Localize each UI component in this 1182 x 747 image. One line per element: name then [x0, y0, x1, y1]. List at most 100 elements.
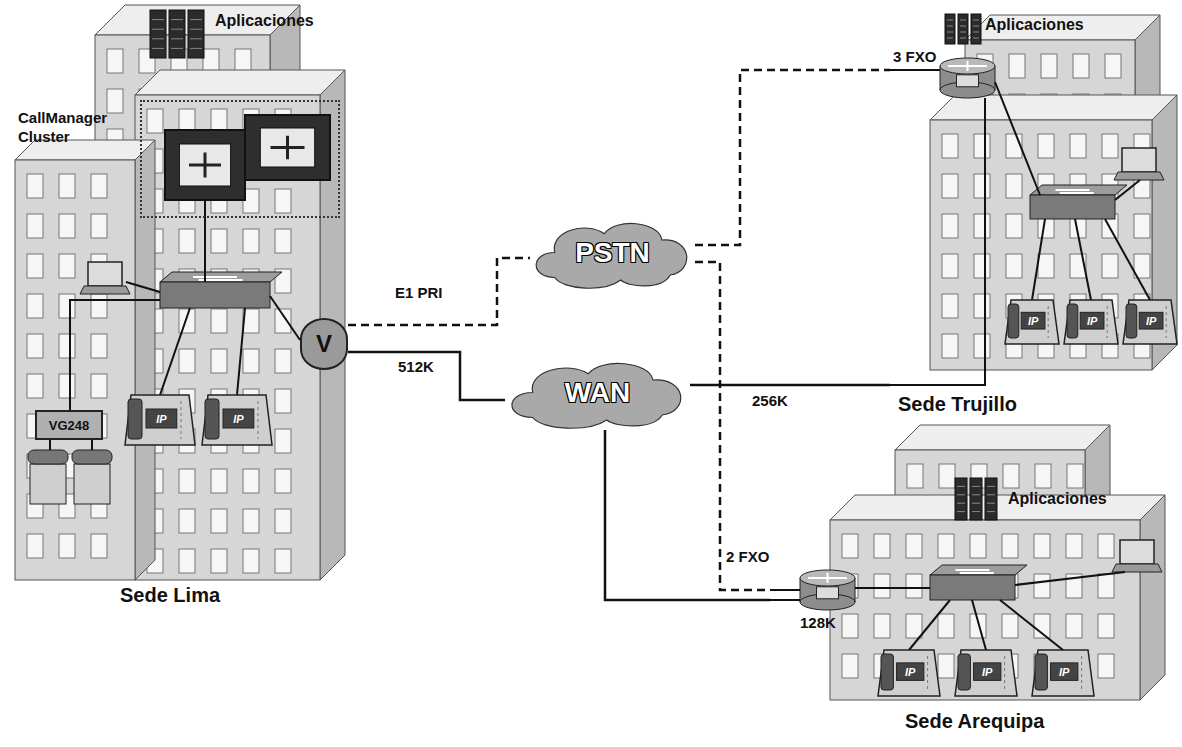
switch-body — [930, 575, 1015, 600]
server-slot — [171, 48, 183, 49]
link-label: 256K — [752, 392, 788, 409]
building-window — [1002, 614, 1018, 638]
link-label: E1 PRI — [395, 284, 443, 301]
lan-wire — [160, 308, 190, 395]
callmanager-server — [245, 115, 330, 180]
building-window — [59, 534, 75, 558]
building-window — [275, 429, 291, 453]
building-window — [938, 534, 954, 558]
ip-phone-body — [1005, 300, 1059, 344]
building-window — [179, 229, 195, 253]
site-building: Sede Arequipa — [770, 425, 1178, 745]
building-window — [211, 349, 227, 373]
ip-phone-handset — [1008, 304, 1019, 338]
building-window — [27, 334, 43, 358]
phone-badge: IP — [156, 413, 166, 425]
lan-wire — [91, 440, 93, 450]
server-slot — [973, 26, 979, 27]
building-window — [1067, 464, 1083, 488]
voice-router: V — [300, 318, 348, 370]
building-window — [243, 469, 259, 493]
switch-arrows — [1056, 190, 1094, 193]
building-window — [243, 229, 259, 253]
server-slot — [987, 494, 995, 495]
pstn-cloud: PSTN — [530, 215, 695, 290]
server-slot — [957, 486, 965, 487]
building-side — [1140, 495, 1165, 700]
lan-wire — [909, 600, 950, 650]
laptop-base — [80, 286, 130, 294]
ip-phone-badge — [974, 663, 1001, 680]
building-window — [1041, 54, 1057, 78]
building-front — [930, 120, 1152, 370]
server-slot — [190, 29, 202, 30]
server-icon — [189, 152, 221, 177]
apps-label: Aplicaciones — [985, 16, 1084, 34]
building-window — [179, 549, 195, 573]
lan-wire — [270, 296, 300, 340]
switch-body — [1030, 195, 1115, 219]
building-window — [275, 229, 291, 253]
phone-badge: IP — [1087, 315, 1097, 327]
building-window — [1134, 214, 1150, 238]
ip-phone-body — [1064, 300, 1118, 344]
server-rack — [150, 10, 166, 58]
building-window — [27, 294, 43, 318]
building-window — [27, 254, 43, 278]
pstn-link — [695, 262, 770, 590]
building-window — [211, 549, 227, 573]
building-window — [275, 189, 291, 213]
server-slot — [987, 503, 995, 504]
router-top — [800, 570, 855, 586]
server-slot — [972, 494, 980, 495]
switch-arrows — [956, 570, 994, 573]
building-window — [91, 294, 107, 318]
building-window — [842, 614, 858, 638]
laptop-screen — [88, 262, 122, 286]
ip-phone-keys — [258, 401, 259, 439]
building-window — [906, 614, 922, 638]
lan-wire — [890, 98, 985, 385]
ip-phone-handset — [1035, 654, 1047, 690]
building-window — [874, 614, 890, 638]
ip-phone-badge — [897, 663, 924, 680]
server-slot — [957, 494, 965, 495]
phone-badge: IP — [233, 413, 243, 425]
building-front — [15, 160, 135, 580]
building-window — [1038, 254, 1054, 278]
wan-link — [348, 352, 505, 400]
building-window — [1003, 464, 1019, 488]
node-text: CallManager Cluster — [18, 108, 136, 146]
link-label: 512K — [398, 358, 434, 375]
lan-wire — [1075, 219, 1091, 300]
cloud-shape — [512, 363, 681, 428]
building-window — [211, 469, 227, 493]
node-text: PSTN — [575, 237, 650, 269]
building-window — [974, 134, 990, 158]
ip-phone-keys — [1166, 306, 1167, 338]
building-window — [107, 49, 123, 73]
building-window — [203, 49, 219, 73]
building-window — [275, 389, 291, 413]
building-window — [938, 614, 954, 638]
lan-wire — [204, 200, 206, 282]
analog-phone-handset — [72, 450, 112, 464]
building-window — [275, 309, 291, 333]
server-slot — [152, 29, 164, 30]
link-label: 128K — [800, 614, 836, 631]
building-window — [179, 309, 195, 333]
building-window — [211, 509, 227, 533]
server-icon — [271, 136, 305, 159]
building-window — [1006, 214, 1022, 238]
ip-phone-keys — [1004, 656, 1005, 690]
building-window — [275, 509, 291, 533]
building-window — [107, 89, 123, 113]
wan-link — [605, 430, 770, 600]
switch-top — [1030, 185, 1127, 195]
server-slot — [987, 511, 995, 512]
server-rack — [970, 478, 982, 520]
building-window — [974, 254, 990, 278]
phone-badge: IP — [1028, 315, 1038, 327]
cloud-shape — [536, 223, 687, 288]
